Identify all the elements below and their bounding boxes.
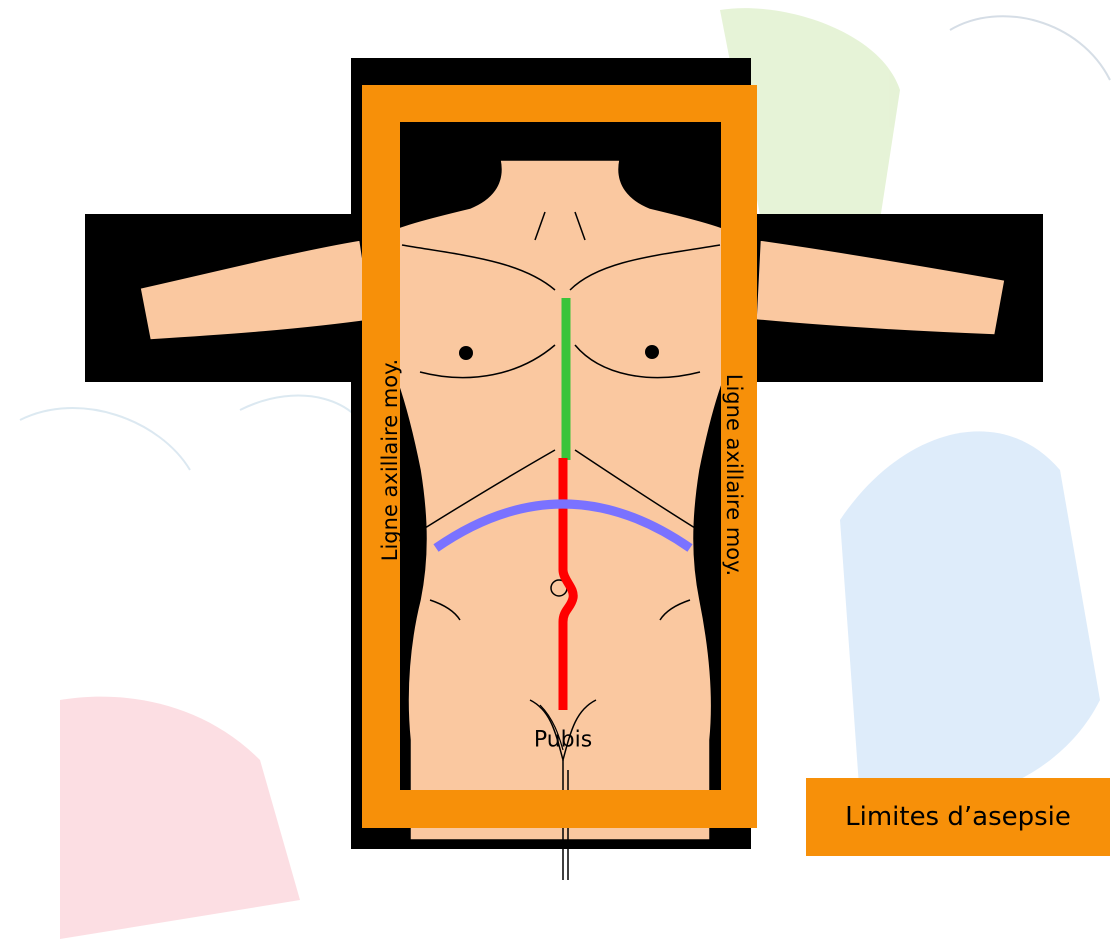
left-axillary-line-label: Ligne axillaire moy. <box>378 359 402 561</box>
nipple-left <box>459 346 473 360</box>
top-partial-label: nx infér <box>513 149 611 175</box>
top-partial-label-text: nx infér <box>522 149 603 162</box>
asepsis-legend-text: Limites d’asepsie <box>845 802 1071 832</box>
pubis-label: Pubis <box>534 728 592 753</box>
nipple-right <box>645 345 659 359</box>
asepsis-legend-box: Limites d’asepsie <box>806 778 1110 856</box>
right-axillary-line-label: Ligne axillaire moy. <box>722 374 746 576</box>
